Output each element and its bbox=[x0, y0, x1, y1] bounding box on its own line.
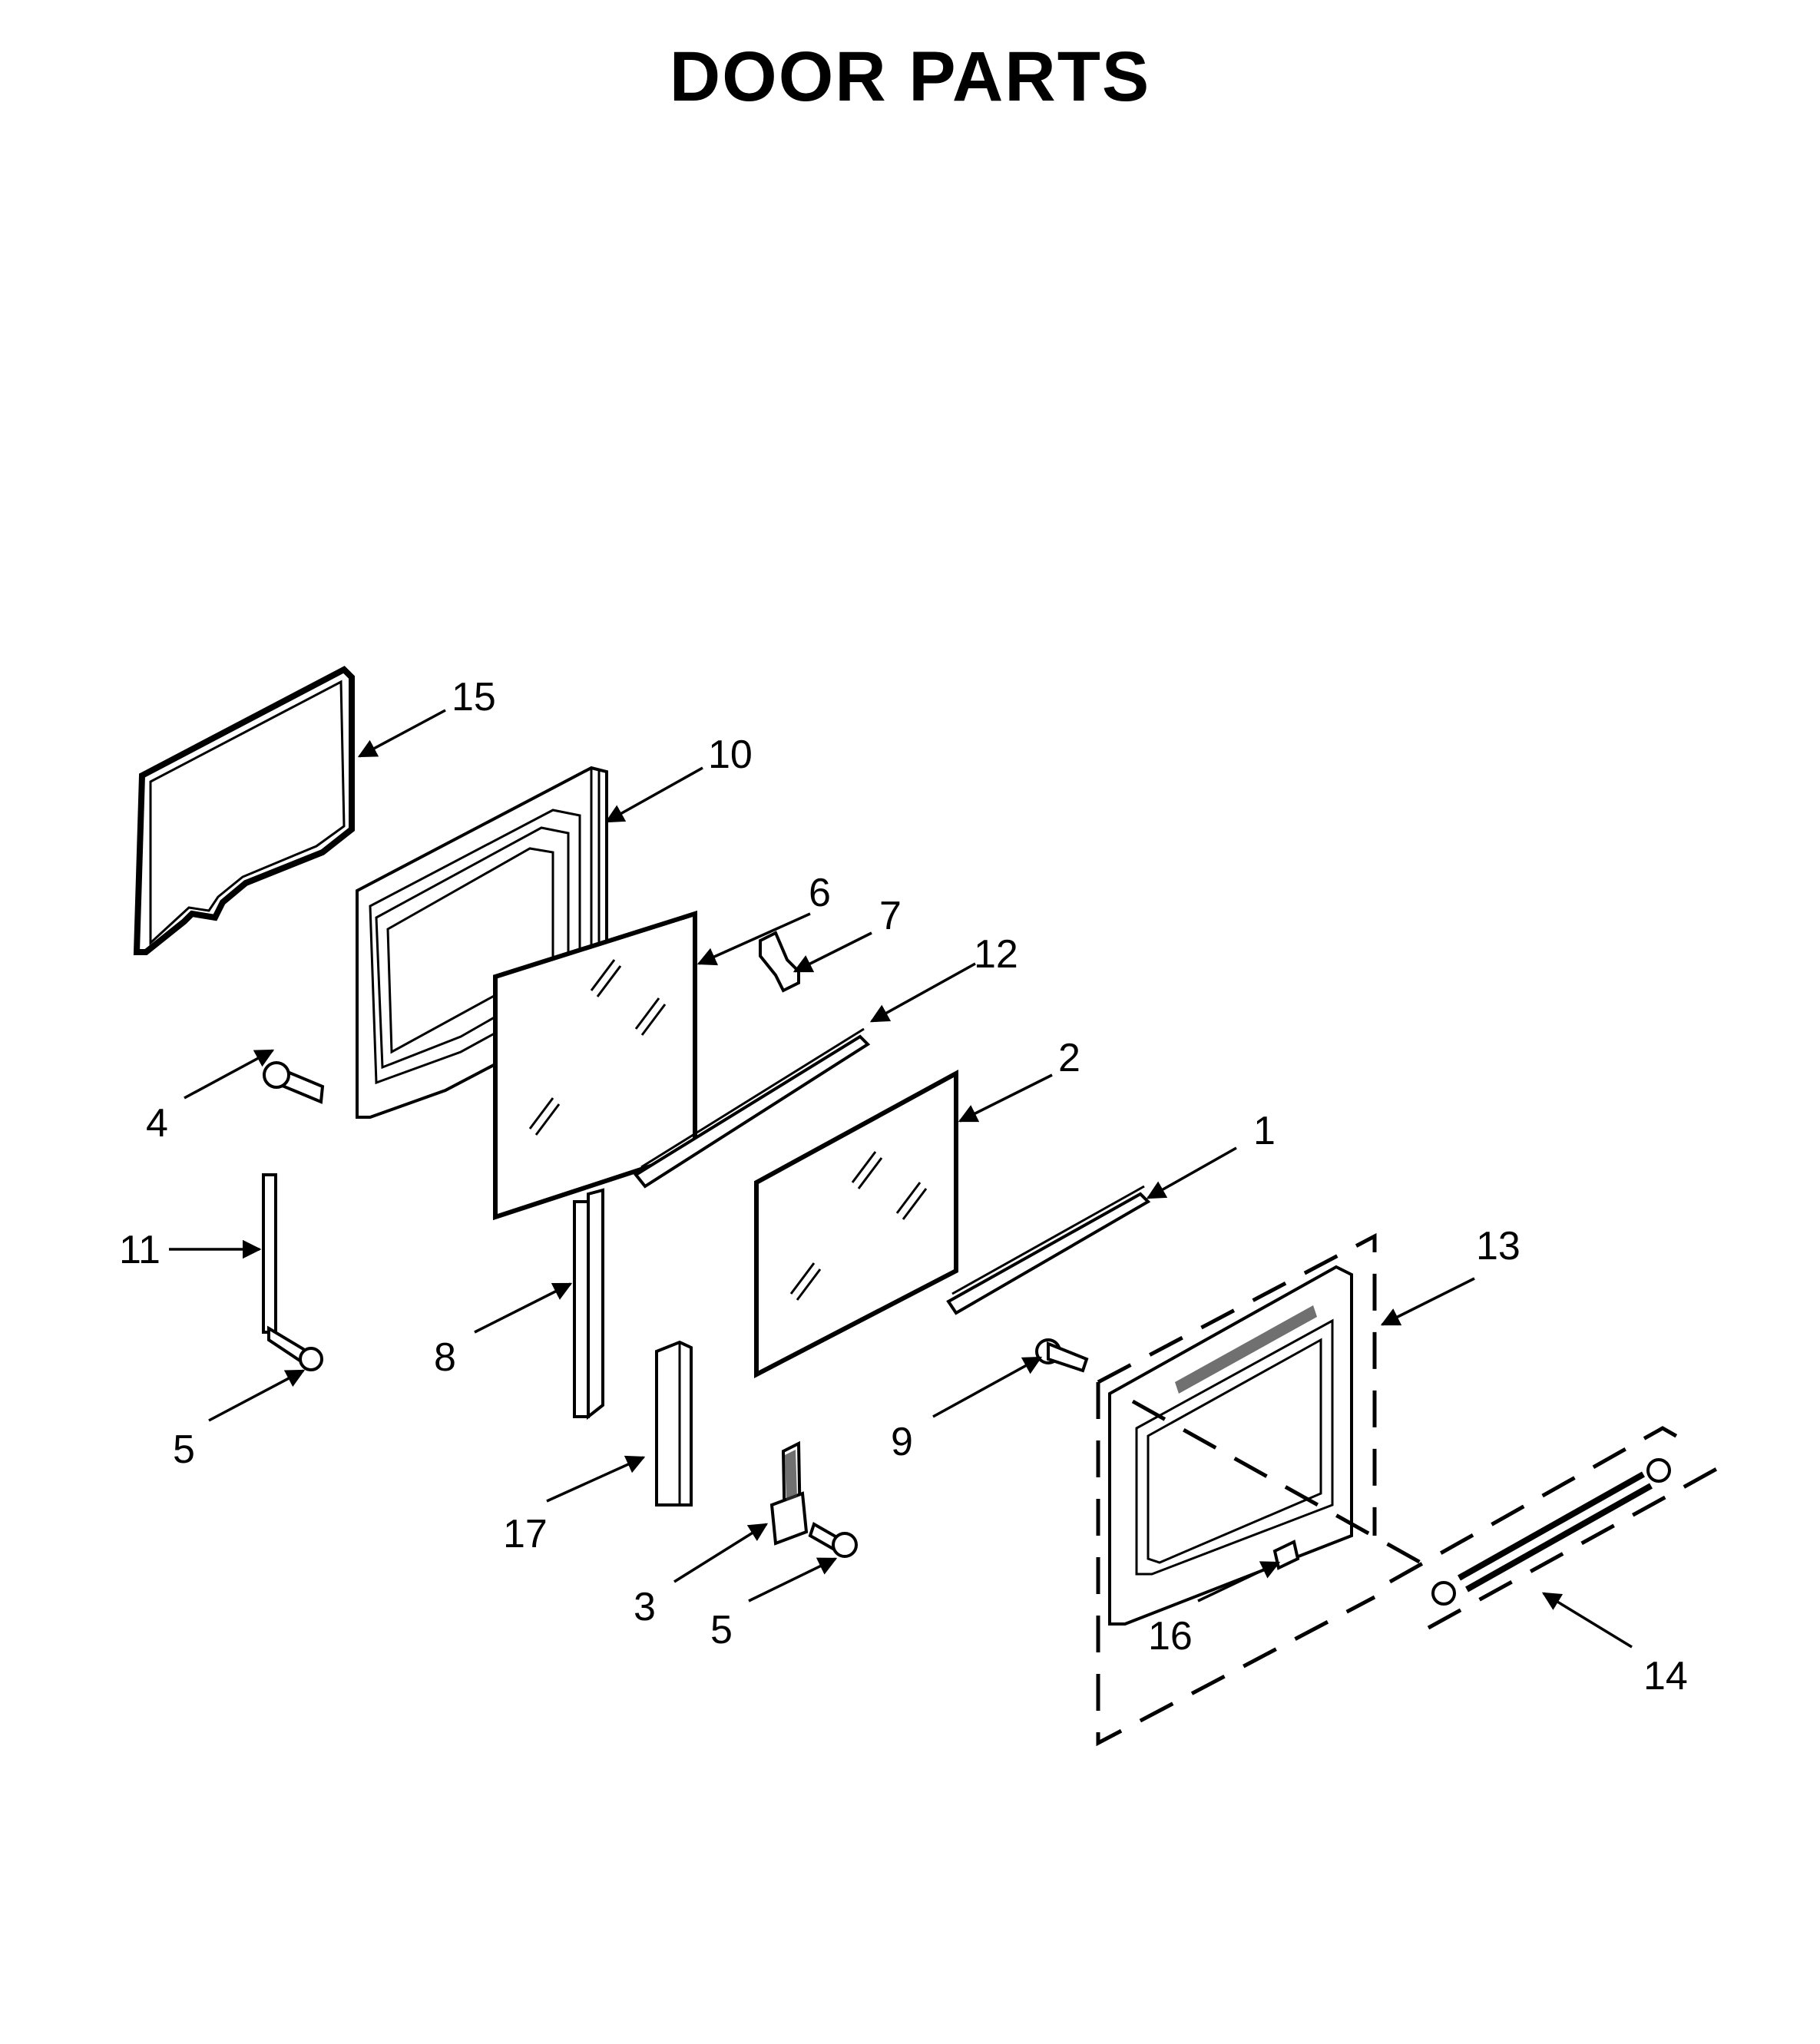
leader-lines bbox=[169, 709, 1633, 1649]
callout-4: 4 bbox=[146, 1101, 168, 1146]
page-title: DOOR PARTS bbox=[669, 38, 1151, 116]
callout-8: 8 bbox=[434, 1335, 456, 1380]
door-gasket-part-15 bbox=[133, 666, 355, 955]
insulation-block-part-17 bbox=[655, 1340, 693, 1507]
glass-retainer-part-12 bbox=[634, 1027, 871, 1189]
side-bracket-part-8 bbox=[573, 1188, 604, 1421]
callout-11: 11 bbox=[119, 1228, 160, 1272]
callout-7: 7 bbox=[879, 894, 902, 938]
callout-2: 2 bbox=[1058, 1036, 1080, 1080]
callout-15: 15 bbox=[452, 675, 496, 719]
trim-strip-part-1 bbox=[946, 1185, 1151, 1315]
callout-17: 17 bbox=[503, 1512, 548, 1556]
callout-1: 1 bbox=[1253, 1109, 1276, 1153]
callout-6: 6 bbox=[809, 871, 831, 915]
hinge-part-3 bbox=[769, 1440, 809, 1546]
outer-glass-part-2 bbox=[754, 1069, 958, 1378]
hinge-channel-part-11 bbox=[262, 1173, 323, 1371]
callout-13: 13 bbox=[1476, 1224, 1521, 1268]
callout-16: 16 bbox=[1148, 1614, 1193, 1659]
callout-3: 3 bbox=[634, 1585, 656, 1629]
callout-5a: 5 bbox=[173, 1427, 195, 1472]
callout-9: 9 bbox=[891, 1420, 913, 1464]
screw-part-5b bbox=[808, 1522, 858, 1558]
screw-part-9 bbox=[1035, 1338, 1089, 1373]
callout-5b: 5 bbox=[710, 1608, 733, 1652]
callout-12: 12 bbox=[974, 932, 1018, 977]
screw-part-4 bbox=[263, 1061, 325, 1104]
outer-door-assembly-part-13 bbox=[1096, 1232, 1377, 1747]
callout-10: 10 bbox=[708, 733, 753, 777]
door-handle-part-14 bbox=[1388, 1426, 1729, 1630]
glass-clip-part-7 bbox=[759, 931, 800, 993]
callout-14: 14 bbox=[1643, 1654, 1688, 1698]
